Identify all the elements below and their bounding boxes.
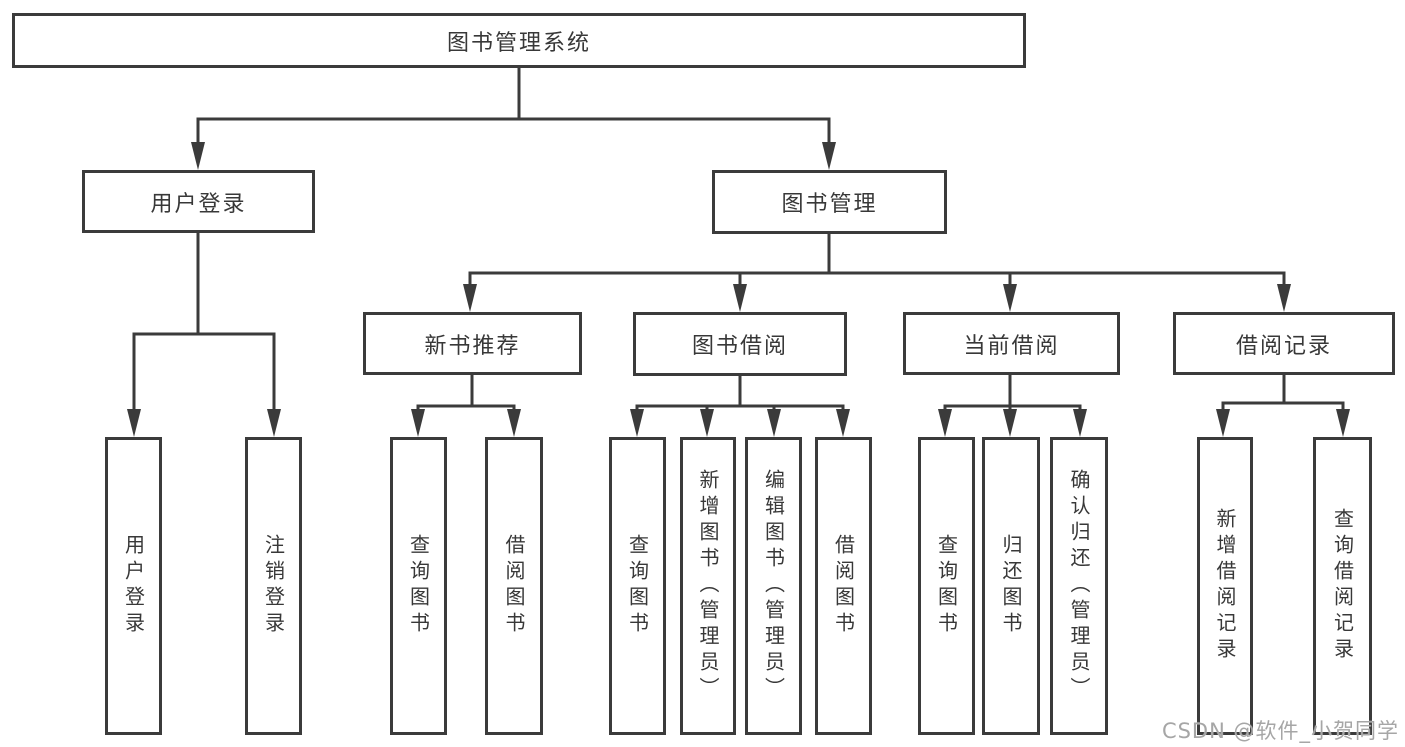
leaf-edit-book-admin: 编辑图书（管理员） [745, 437, 802, 735]
leaf-logout-label: 注销登录 [261, 534, 286, 638]
leaf-query-books-current: 查询图书 [918, 437, 975, 735]
leaf-query-borrow-record-label: 查询借阅记录 [1330, 508, 1355, 664]
leaf-borrow-books-recommend-label: 借阅图书 [502, 534, 526, 638]
leaf-add-book-admin: 新增图书（管理员） [680, 437, 736, 735]
node-root-label: 图书管理系统 [446, 30, 591, 56]
leaf-add-book-admin-label: 新增图书（管理员） [696, 469, 720, 703]
node-current-borrowing: 当前借阅 [903, 312, 1120, 375]
leaf-query-books-borrowing-label: 查询图书 [625, 534, 650, 638]
node-user-login-label: 用户登录 [150, 191, 247, 217]
leaf-confirm-return-admin: 确认归还（管理员） [1050, 437, 1108, 735]
leaf-return-books-label: 归还图书 [999, 534, 1023, 638]
leaf-user-login: 用户登录 [105, 437, 162, 735]
node-borrowing-records-label: 借阅记录 [1235, 333, 1332, 359]
leaf-query-books-recommend-label: 查询图书 [406, 534, 431, 638]
node-borrowing-records: 借阅记录 [1173, 312, 1395, 375]
node-book-management: 图书管理 [712, 170, 947, 234]
node-book-borrowing: 图书借阅 [633, 312, 847, 376]
node-new-book-recommendation: 新书推荐 [363, 312, 582, 375]
node-book-borrowing-label: 图书借阅 [691, 334, 788, 359]
leaf-query-books-recommend: 查询图书 [390, 437, 447, 735]
arrowheads [127, 142, 1350, 437]
csdn-watermark: CSDN @软件_小贺同学 [1161, 719, 1399, 743]
leaf-query-books-borrowing: 查询图书 [609, 437, 666, 735]
leaf-edit-book-admin-label: 编辑图书（管理员） [761, 469, 786, 703]
leaf-add-borrow-record: 新增借阅记录 [1197, 437, 1253, 735]
node-root: 图书管理系统 [12, 13, 1026, 68]
node-user-login: 用户登录 [82, 170, 315, 233]
leaf-query-books-current-label: 查询图书 [934, 534, 959, 638]
leaf-borrow-books-borrowing-label: 借阅图书 [831, 534, 856, 638]
leaf-user-login-label: 用户登录 [121, 534, 146, 638]
node-new-book-recommendation-label: 新书推荐 [424, 333, 521, 359]
leaf-logout: 注销登录 [245, 437, 302, 735]
node-book-management-label: 图书管理 [781, 192, 878, 217]
leaf-return-books: 归还图书 [982, 437, 1040, 735]
leaf-confirm-return-admin-label: 确认归还（管理员） [1067, 469, 1091, 703]
leaf-borrow-books-borrowing: 借阅图书 [815, 437, 872, 735]
leaf-add-borrow-record-label: 新增借阅记录 [1213, 508, 1237, 664]
node-current-borrowing-label: 当前借阅 [963, 333, 1060, 359]
leaf-query-borrow-record: 查询借阅记录 [1313, 437, 1372, 735]
leaf-borrow-books-recommend: 借阅图书 [485, 437, 543, 735]
